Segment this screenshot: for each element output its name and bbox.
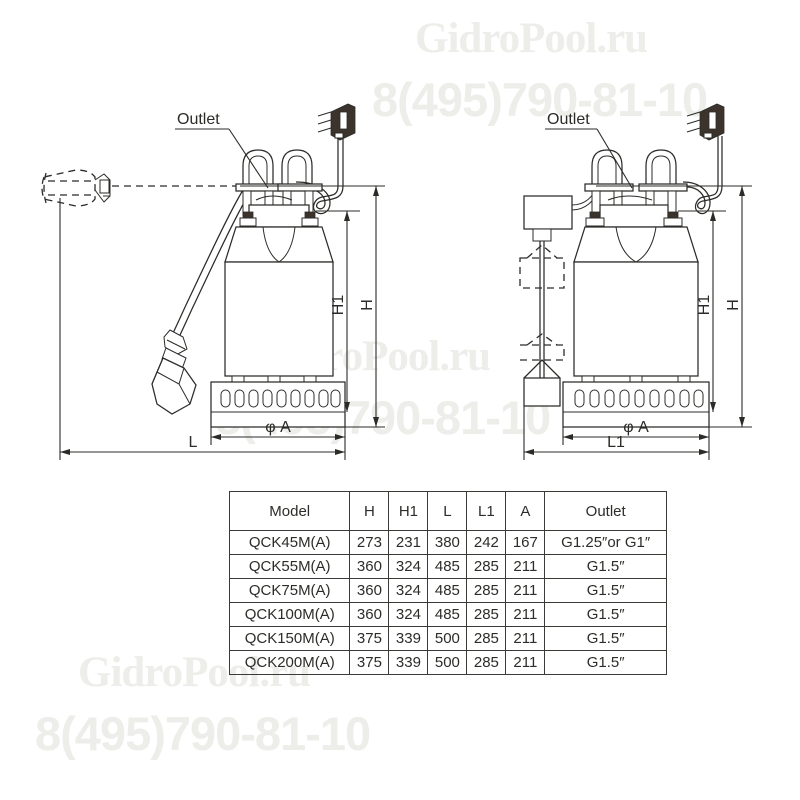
- power-cord-right: [682, 136, 723, 215]
- cell-model: QCK45M(A): [228, 530, 351, 555]
- cell-model: QCK150M(A): [228, 626, 351, 651]
- cell-outlet: G1.25″or G1″: [544, 530, 667, 555]
- dim-label-H-left: H: [359, 299, 376, 311]
- column-header-l1: L1: [466, 491, 507, 531]
- cell-a: 211: [505, 578, 546, 603]
- dim-label-H1-left: H1: [330, 295, 347, 316]
- cell-a: 167: [505, 530, 546, 555]
- float-switch-left: [151, 329, 197, 415]
- column-header-h1: H1: [388, 491, 429, 531]
- cell-l1: 285: [466, 554, 507, 579]
- cell-h: 273: [349, 530, 390, 555]
- strainer-slots-right: [574, 389, 704, 408]
- cell-outlet: G1.5″: [544, 602, 667, 627]
- cell-model: QCK200M(A): [228, 650, 351, 675]
- cell-l: 500: [427, 650, 468, 675]
- cell-l1: 242: [466, 530, 507, 555]
- cell-h: 375: [349, 626, 390, 651]
- cell-a: 211: [505, 602, 546, 627]
- float-cable-left: [172, 189, 250, 338]
- cell-h: 360: [349, 554, 390, 579]
- pump-body-right: [573, 261, 699, 377]
- cell-l1: 285: [466, 626, 507, 651]
- float-switch-right: [520, 333, 565, 407]
- cell-a: 211: [505, 650, 546, 675]
- pump-base-strainer-right: [562, 375, 710, 428]
- cell-h1: 231: [388, 530, 429, 555]
- dim-label-H-right: H: [725, 299, 742, 311]
- pump-shoulder-left: [224, 226, 334, 263]
- cell-a: 211: [505, 626, 546, 651]
- outlet-label-left: Outlet: [177, 111, 220, 128]
- cell-outlet: G1.5″: [544, 626, 667, 651]
- cell-l1: 285: [466, 578, 507, 603]
- column-header-model: Model: [228, 491, 351, 531]
- column-header-a: A: [505, 491, 546, 531]
- strainer-slots-left: [220, 389, 341, 408]
- outlet-label-right: Outlet: [547, 111, 590, 128]
- cell-outlet: G1.5″: [544, 650, 667, 675]
- outlet-label-leader-left: [175, 128, 269, 189]
- pump-body-left: [224, 261, 334, 377]
- cell-l: 485: [427, 602, 468, 627]
- pump-top-collar-right: [584, 183, 688, 228]
- power-cord-left: [295, 136, 344, 215]
- cell-l1: 285: [466, 650, 507, 675]
- cell-h: 360: [349, 578, 390, 603]
- cell-l: 380: [427, 530, 468, 555]
- cell-model: QCK55M(A): [228, 554, 351, 579]
- cell-h1: 339: [388, 650, 429, 675]
- cell-l: 485: [427, 554, 468, 579]
- pump-top-collar-left: [235, 183, 323, 228]
- outlet-handle-loop-1-right: [591, 149, 623, 186]
- cell-outlet: G1.5″: [544, 554, 667, 579]
- power-plug-right: [686, 103, 725, 141]
- outlet-label-leader-right: [545, 128, 633, 189]
- outlet-handle-loop-1-left: [242, 149, 274, 186]
- cell-l: 500: [427, 626, 468, 651]
- float-switch-raised-outline-left: [41, 169, 111, 207]
- pump-base-strainer-left: [210, 375, 346, 428]
- cell-h1: 324: [388, 554, 429, 579]
- cell-h1: 324: [388, 602, 429, 627]
- cell-l1: 285: [466, 602, 507, 627]
- column-header-l: L: [427, 491, 468, 531]
- dim-label-L-left: L: [189, 434, 198, 451]
- cell-model: QCK75M(A): [228, 578, 351, 603]
- cell-outlet: G1.5″: [544, 578, 667, 603]
- column-header-outlet: Outlet: [544, 491, 667, 531]
- dim-label-H1-right: H1: [696, 295, 713, 316]
- dim-label-A-left: φ A: [265, 419, 291, 436]
- cell-h: 360: [349, 602, 390, 627]
- right-pump-view: Outlet L1 φ A H1 H: [519, 103, 752, 460]
- cell-a: 211: [505, 554, 546, 579]
- float-switch-raised-outline-right: [519, 244, 565, 289]
- left-pump-view: Outlet L φ A H1 H: [41, 103, 385, 460]
- float-control-box-right: [523, 195, 573, 242]
- cell-h1: 339: [388, 626, 429, 651]
- column-header-h: H: [349, 491, 390, 531]
- cell-l: 485: [427, 578, 468, 603]
- outlet-handle-loop-2-left: [281, 149, 313, 186]
- cell-model: QCK100M(A): [228, 602, 351, 627]
- cell-h1: 324: [388, 578, 429, 603]
- table-header-row: Model H H1 L L1 A Outlet: [228, 491, 667, 531]
- outlet-handle-loop-2-right: [645, 149, 677, 186]
- power-plug-left: [317, 103, 356, 141]
- cell-h: 375: [349, 650, 390, 675]
- pump-shoulder-right: [573, 226, 699, 263]
- dim-label-A-right: φ A: [623, 419, 649, 436]
